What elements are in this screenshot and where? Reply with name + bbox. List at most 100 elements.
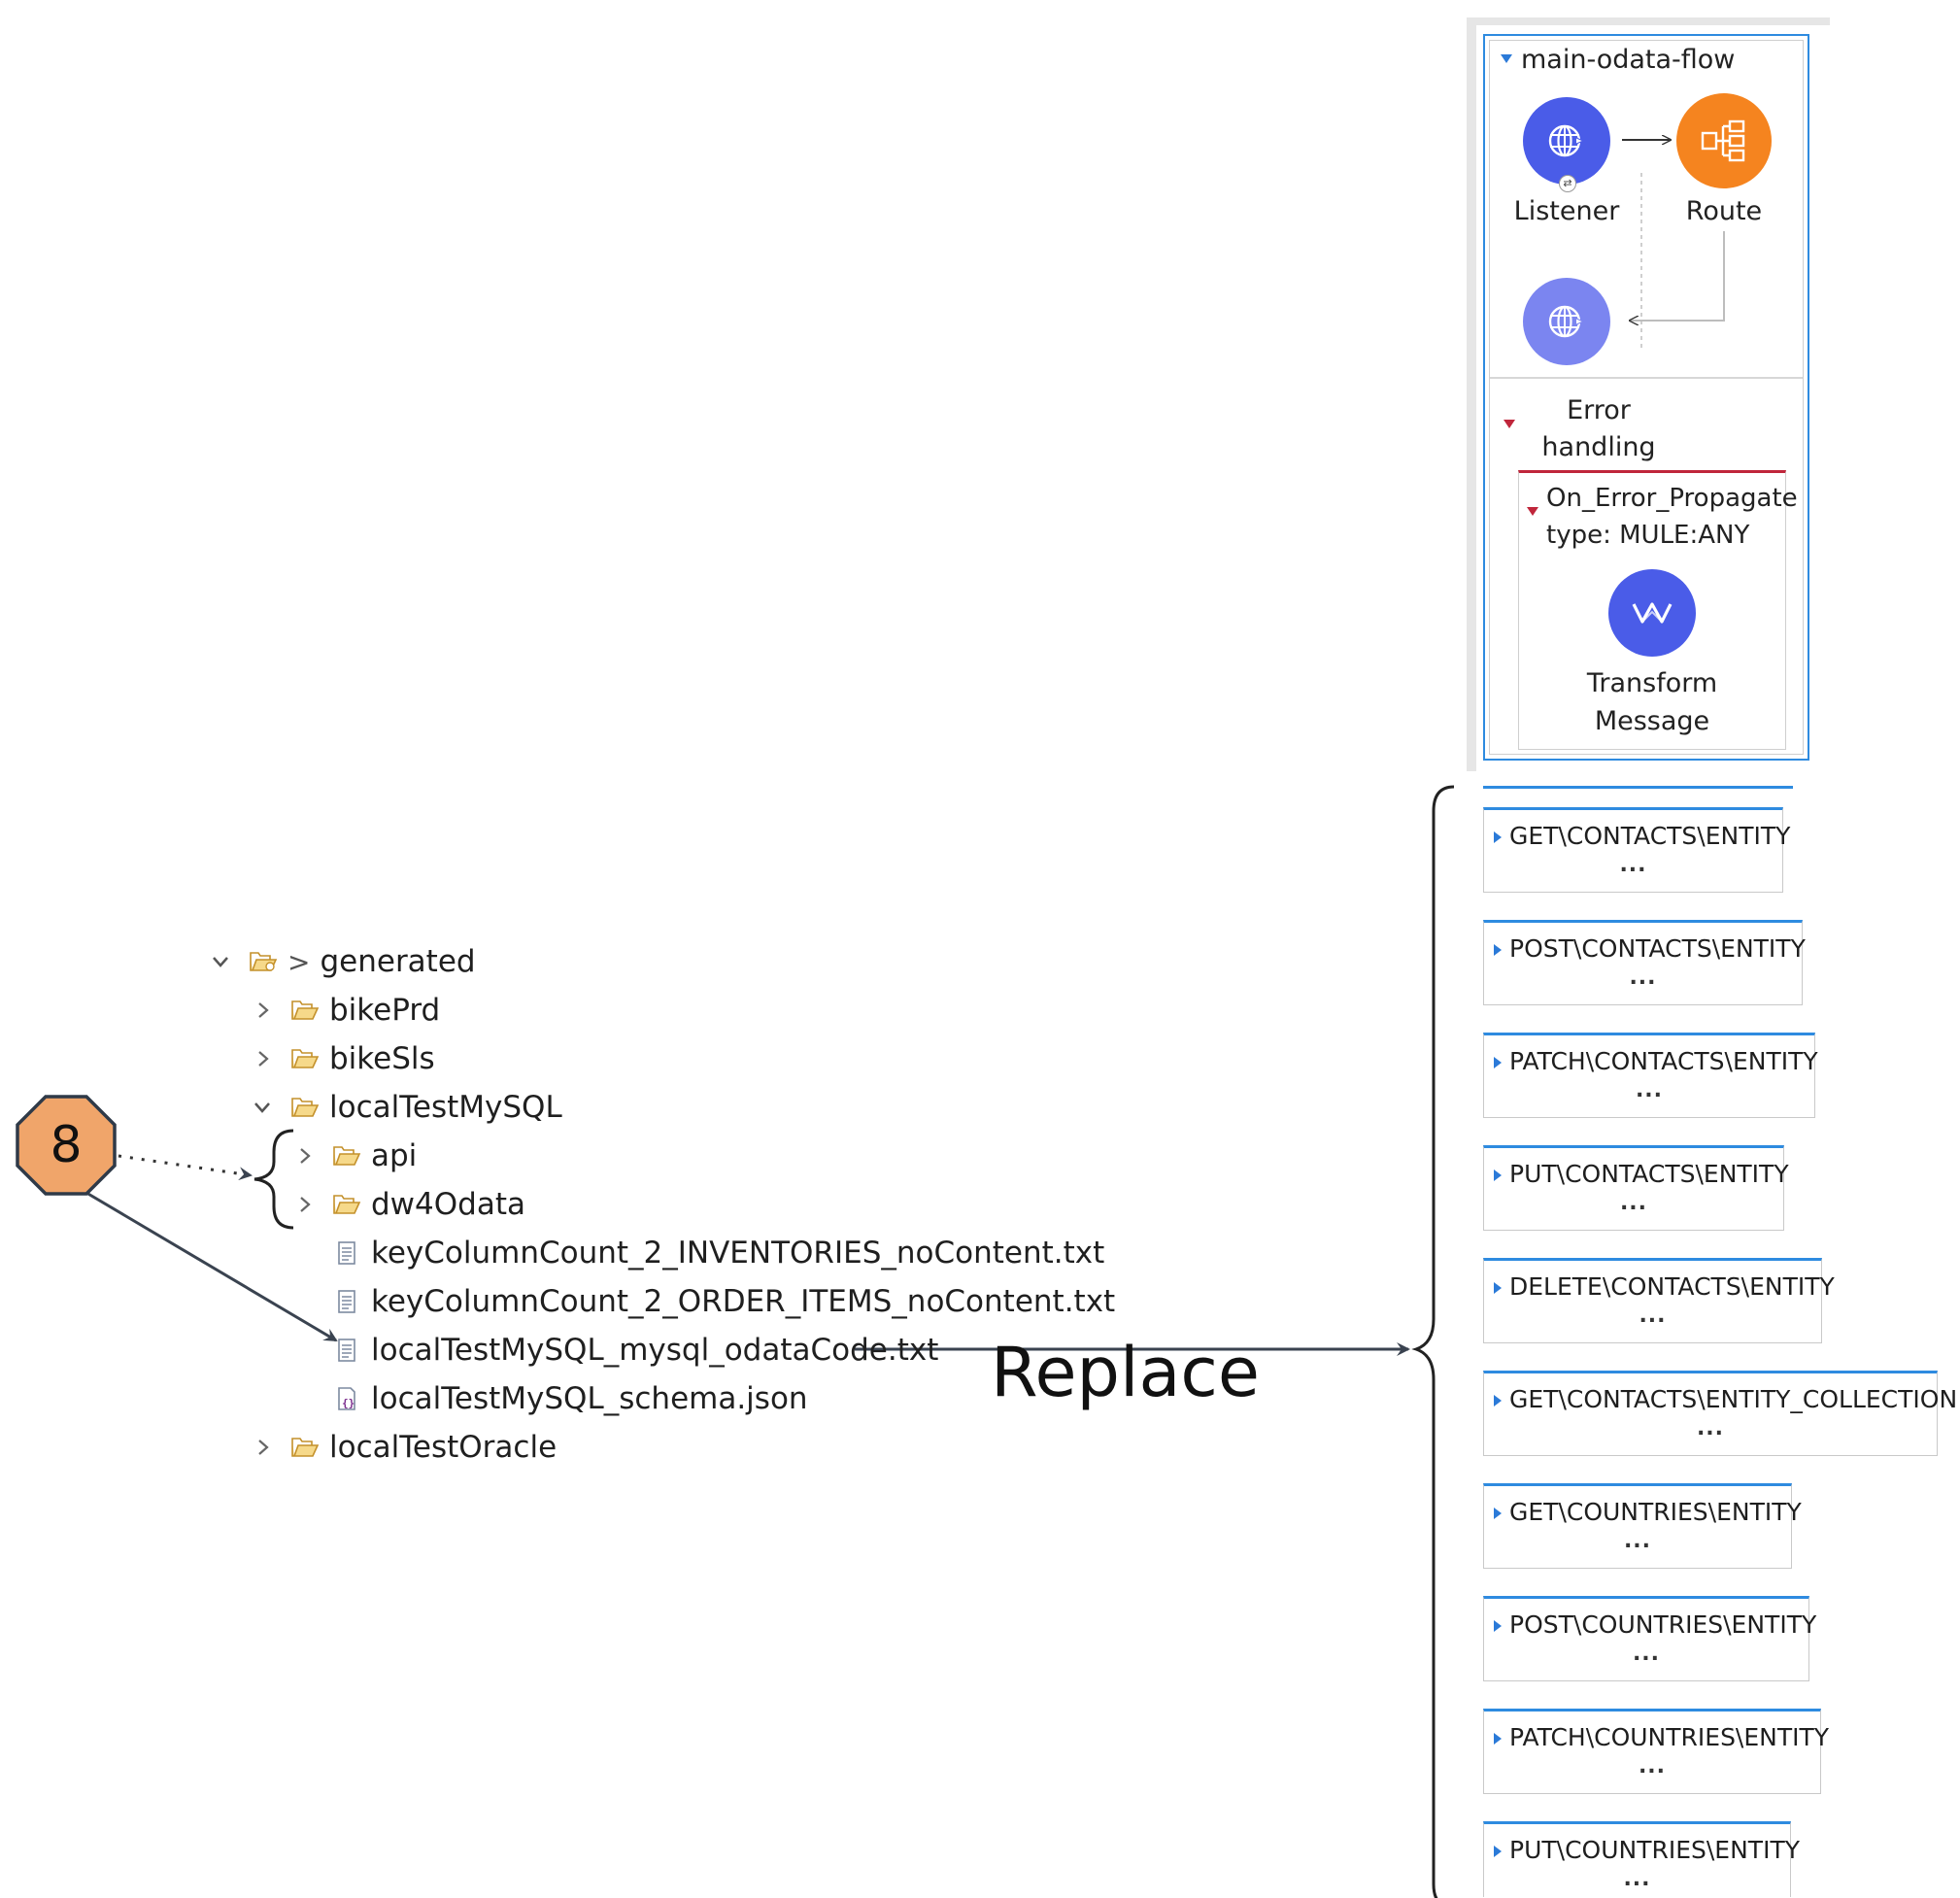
route-card[interactable]: GET\CONTACTS\ENTITY... [1483,807,1790,893]
chevron-down-icon[interactable] [210,951,231,972]
on-error-toggle[interactable] [1527,507,1538,516]
transform-line2: Message [1594,706,1710,736]
chevron-right-icon[interactable] [293,1145,315,1167]
listener-node[interactable] [1523,97,1610,185]
triangle-right-icon[interactable] [1494,1282,1502,1294]
tree-item-label: bikeSls [329,1041,435,1076]
listener-label: Listener [1513,196,1620,226]
tree-item-bikeSls[interactable]: bikeSls [252,1034,435,1083]
on-error-line1: On_Error_Propagate [1546,484,1798,513]
tree-item-file-odatacode[interactable]: localTestMySQL_mysql_odataCode.txt [293,1326,938,1374]
route-card[interactable]: DELETE\CONTACTS\ENTITY... [1483,1258,1835,1343]
tree-item-label: keyColumnCount_2_ORDER_ITEMS_noContent.t… [371,1284,1116,1319]
triangle-right-icon[interactable] [1494,1508,1502,1519]
folder-icon [291,1098,320,1117]
tree-item-generated[interactable]: > generated [210,937,476,986]
tree-item-file-inventories[interactable]: keyColumnCount_2_INVENTORIES_noContent.t… [293,1229,1104,1277]
text-file-icon [338,1290,355,1313]
tree-item-label: keyColumnCount_2_INVENTORIES_noContent.t… [371,1236,1105,1271]
folder-icon [333,1195,361,1214]
tree-item-dw4Odata[interactable]: dw4Odata [293,1180,525,1229]
globe-icon [1548,124,1585,157]
folder-icon [291,1000,320,1020]
route-card-ellipsis: ... [1635,1078,1664,1102]
text-file-icon [338,1339,355,1362]
svg-text:{}: {} [342,1397,355,1409]
flow-container[interactable] [1483,34,1809,761]
tree-item-localTestOracle[interactable]: localTestOracle [252,1423,557,1472]
route-card[interactable]: POST\CONTACTS\ENTITY... [1483,920,1806,1005]
route-card[interactable]: PATCH\COUNTRIES\ENTITY... [1483,1709,1829,1794]
route-card-ellipsis: ... [1638,1754,1667,1779]
route-card-title: POST\CONTACTS\ENTITY [1509,934,1806,963]
route-list-top-edge [1483,786,1793,789]
solid-arrow [81,1188,338,1342]
route-label: Route [1685,196,1763,226]
triangle-right-icon[interactable] [1494,944,1502,956]
route-card-title: GET\CONTACTS\ENTITY [1509,822,1791,850]
router-icon [1701,119,1745,162]
tree-item-file-schema[interactable]: {} localTestMySQL_schema.json [293,1374,808,1423]
listener-response-node[interactable] [1523,278,1610,365]
chevron-right-icon[interactable] [252,1048,273,1069]
replace-label: Replace [991,1333,1260,1412]
tree-item-label: localTestOracle [329,1430,558,1465]
tree-item-file-order-items[interactable]: keyColumnCount_2_ORDER_ITEMS_noContent.t… [293,1277,1115,1326]
chevron-down-icon[interactable] [252,1097,273,1118]
triangle-right-icon[interactable] [1494,831,1502,843]
triangle-down-icon [1527,507,1538,516]
on-error-propagate-scope[interactable] [1518,470,1786,750]
route-card-title: PUT\COUNTRIES\ENTITY [1509,1836,1800,1864]
chevron-right-icon[interactable] [252,1437,273,1458]
triangle-right-icon[interactable] [1494,1620,1502,1632]
route-card-ellipsis: ... [1639,1304,1667,1328]
route-card[interactable]: PUT\COUNTRIES\ENTITY... [1483,1821,1800,1897]
triangle-down-icon [1501,54,1512,63]
tree-item-localTestMySQL[interactable]: localTestMySQL [252,1083,562,1132]
route-card[interactable]: GET\COUNTRIES\ENTITY... [1483,1483,1802,1569]
triangle-right-icon[interactable] [1494,1846,1502,1857]
connector-sync-icon: ⇄ [1559,175,1576,192]
error-handling-line2: handling [1541,432,1656,462]
triangle-right-icon[interactable] [1494,1395,1502,1407]
error-handling-toggle[interactable] [1504,420,1515,428]
chevron-right-icon[interactable] [293,1194,315,1215]
flow-inner-frame [1489,40,1804,755]
error-handling-line1: Error [1567,395,1631,425]
route-card-ellipsis: ... [1619,853,1647,877]
panel-top-gutter [1467,17,1830,25]
folder-icon [291,1049,320,1068]
error-handling-label: Error handling [1531,392,1667,466]
folder-icon [333,1146,361,1166]
tree-item-label: api [371,1138,418,1173]
small-brace [253,1129,294,1230]
triangle-down-icon [1504,420,1515,428]
tree-item-label: bikePrd [329,993,441,1028]
transform-message-node[interactable] [1608,569,1696,657]
tree-item-api[interactable]: api [293,1132,417,1180]
triangle-right-icon[interactable] [1494,1733,1502,1745]
on-error-label: On_Error_Propagate type: MULE:ANY [1546,480,1798,554]
triangle-right-icon[interactable] [1494,1169,1502,1181]
route-card-title: GET\COUNTRIES\ENTITY [1509,1498,1802,1526]
route-card-title: PATCH\COUNTRIES\ENTITY [1509,1723,1830,1751]
step-badge-number: 8 [50,1116,83,1174]
route-card[interactable]: GET\CONTACTS\ENTITY_COLLECTION... [1483,1371,1957,1456]
transform-line1: Transform [1586,668,1718,698]
chevron-right-icon[interactable] [252,1000,273,1021]
step-badge-octagon [16,1095,117,1196]
tree-item-label: dw4Odata [371,1187,525,1222]
route-return-arrow [1630,231,1725,321]
flow-collapse-toggle[interactable] [1501,54,1512,63]
route-card-title: DELETE\CONTACTS\ENTITY [1509,1272,1835,1301]
route-card-ellipsis: ... [1629,966,1657,990]
dotted-arrow [118,1154,253,1181]
route-card[interactable]: PATCH\CONTACTS\ENTITY... [1483,1033,1818,1118]
route-card[interactable]: POST\COUNTRIES\ENTITY... [1483,1596,1816,1681]
flow-section-divider [1490,377,1803,379]
route-node[interactable] [1676,93,1772,188]
triangle-right-icon[interactable] [1494,1057,1502,1068]
route-card[interactable]: PUT\CONTACTS\ENTITY... [1483,1145,1789,1231]
route-card-title: GET\CONTACTS\ENTITY_COLLECTION [1509,1385,1958,1413]
tree-item-bikePrd[interactable]: bikePrd [252,986,440,1034]
